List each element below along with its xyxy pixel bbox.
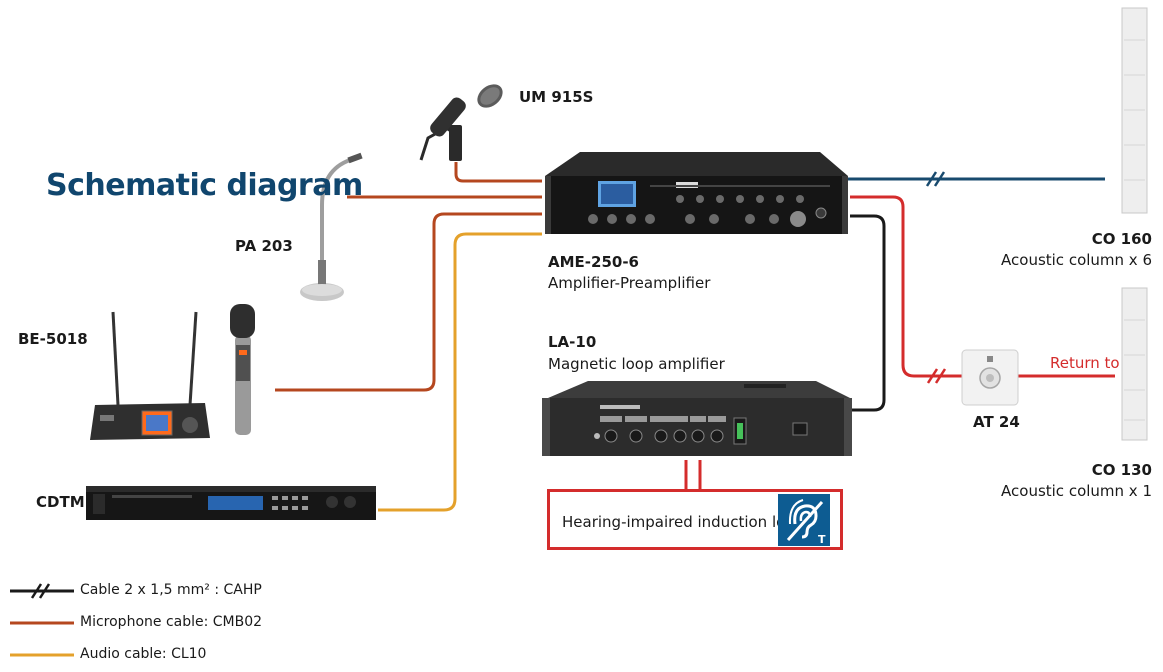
ame2506-amplifier — [545, 152, 848, 234]
label-co160: CO 160 — [1091, 230, 1152, 248]
pa203-gooseneck-mic — [300, 152, 363, 301]
hearing-loop-t-icon: T — [778, 494, 830, 546]
label-ame2506: AME-250-6 — [548, 253, 639, 271]
be5018-wireless-set — [90, 304, 255, 440]
cable-um915s — [454, 162, 542, 183]
label-be5018: BE-5018 — [18, 330, 88, 348]
induction-loop-box: Hearing-impaired induction loop T — [547, 489, 843, 550]
co130-column — [1121, 287, 1148, 441]
svg-text:T: T — [818, 533, 826, 546]
cable-cdtm — [378, 232, 542, 512]
cable-be5018 — [275, 212, 542, 392]
label-la10-desc: Magnetic loop amplifier — [548, 355, 725, 373]
co160-column — [1121, 7, 1148, 214]
page-title: Schematic diagram — [46, 168, 363, 203]
um915s-microphone — [419, 84, 503, 161]
cable-loop — [684, 460, 702, 490]
label-la10: LA-10 — [548, 333, 597, 351]
return-label: Return to — [1050, 354, 1120, 372]
legend-label-cahp: Cable 2 x 1,5 mm² : CAHP — [80, 582, 262, 598]
la10-loop-amplifier — [542, 381, 852, 456]
label-co130-desc: Acoustic column x 1 — [1001, 482, 1152, 500]
cable-la10 — [850, 214, 886, 412]
label-cdtm: CDTM — [36, 493, 85, 511]
legend-graphics — [10, 583, 74, 657]
label-co160-desc: Acoustic column x 6 — [1001, 251, 1152, 269]
induction-loop-label: Hearing-impaired induction loop — [562, 513, 804, 531]
legend-label-cmb02: Microphone cable: CMB02 — [80, 614, 263, 630]
legend-label-cl10: Audio cable: CL10 — [80, 646, 207, 662]
label-co130: CO 130 — [1091, 461, 1152, 479]
label-ame2506-desc: Amplifier-Preamplifier — [548, 274, 711, 292]
label-pa203: PA 203 — [235, 237, 293, 255]
cable-at24 — [850, 195, 962, 378]
label-at24: AT 24 — [973, 413, 1020, 431]
at24-attenuator — [961, 349, 1019, 406]
label-um915s: UM 915S — [519, 88, 594, 106]
cdtm-player — [86, 486, 376, 520]
